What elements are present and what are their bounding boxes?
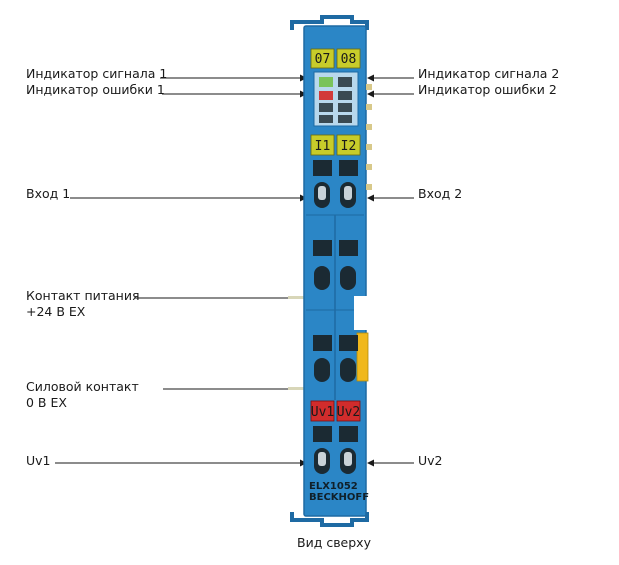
power-bar xyxy=(356,332,369,382)
side-pin xyxy=(366,184,372,190)
input-tag-2-text: I2 xyxy=(341,139,357,154)
label-supply-contact-line1: Силовой контакт xyxy=(26,379,139,394)
uv-tag-1 xyxy=(310,400,335,422)
uv-tag-2 xyxy=(336,400,361,422)
signal-led-2 xyxy=(338,77,352,87)
terminal-release-6 xyxy=(339,335,358,351)
label-supply-contact-line2: 0 В EX xyxy=(26,395,67,410)
label-uv2: Uv2 xyxy=(418,453,443,468)
terminal-release-3 xyxy=(313,240,332,256)
channel-tag-2 xyxy=(336,48,361,69)
signal-led-1 xyxy=(319,77,333,87)
uv-tag-1-text: Uv1 xyxy=(311,405,334,420)
uv1-release xyxy=(313,426,332,442)
led-blank xyxy=(319,103,333,112)
label-signal-indicator-2: Индикатор сигнала 2 xyxy=(418,66,560,81)
terminal-3 xyxy=(314,266,330,290)
channel-tag-1 xyxy=(310,48,335,69)
input-tag-1 xyxy=(310,134,335,156)
power-contact-pin xyxy=(288,296,306,299)
uv2-contact xyxy=(344,452,352,466)
label-uv1: Uv1 xyxy=(26,453,51,468)
terminal-release-4 xyxy=(339,240,358,256)
uv-tag-2-text: Uv2 xyxy=(337,405,360,420)
top-clip xyxy=(290,15,369,30)
input-2-contact xyxy=(344,186,352,200)
input-2-release xyxy=(339,160,358,176)
led-blank xyxy=(338,103,352,112)
bottom-clip xyxy=(290,512,369,527)
input-tag-1-text: I1 xyxy=(315,139,331,154)
terminal-4 xyxy=(340,266,356,290)
label-signal-indicator-1: Индикатор сигнала 1 xyxy=(26,66,168,81)
side-notch xyxy=(354,296,368,330)
model-text: ELX1052 xyxy=(309,481,358,492)
side-pin xyxy=(366,104,372,110)
channel-tag-2-text: 08 xyxy=(341,52,357,67)
uv1-contact xyxy=(318,452,326,466)
input-1-release xyxy=(313,160,332,176)
terminal-5 xyxy=(314,358,330,382)
channel-tag-1-text: 07 xyxy=(315,52,331,67)
error-led-1 xyxy=(319,91,333,100)
input-1-contact xyxy=(318,186,326,200)
supply-contact-pin xyxy=(288,387,306,390)
uv2-release xyxy=(339,426,358,442)
label-error-indicator-2: Индикатор ошибки 2 xyxy=(418,82,557,97)
error-led-2 xyxy=(338,91,352,100)
label-power-contact-line2: +24 В EX xyxy=(26,304,86,319)
side-pin xyxy=(366,164,372,170)
side-pin xyxy=(366,144,372,150)
label-input-2: Вход 2 xyxy=(418,186,463,201)
label-error-indicator-1: Индикатор ошибки 1 xyxy=(26,82,165,97)
terminal-release-5 xyxy=(313,335,332,351)
led-blank xyxy=(338,115,352,123)
label-input-1: Вход 1 xyxy=(26,186,71,201)
input-tag-2 xyxy=(336,134,361,156)
label-power-contact-line1: Контакт питания xyxy=(26,288,140,303)
caption-top-view: Вид сверху xyxy=(297,535,371,550)
terminal-6 xyxy=(340,358,356,382)
brand-text: BECKHOFF xyxy=(309,492,369,503)
side-pin xyxy=(366,124,372,130)
side-pin xyxy=(366,84,372,90)
led-blank xyxy=(319,115,333,123)
